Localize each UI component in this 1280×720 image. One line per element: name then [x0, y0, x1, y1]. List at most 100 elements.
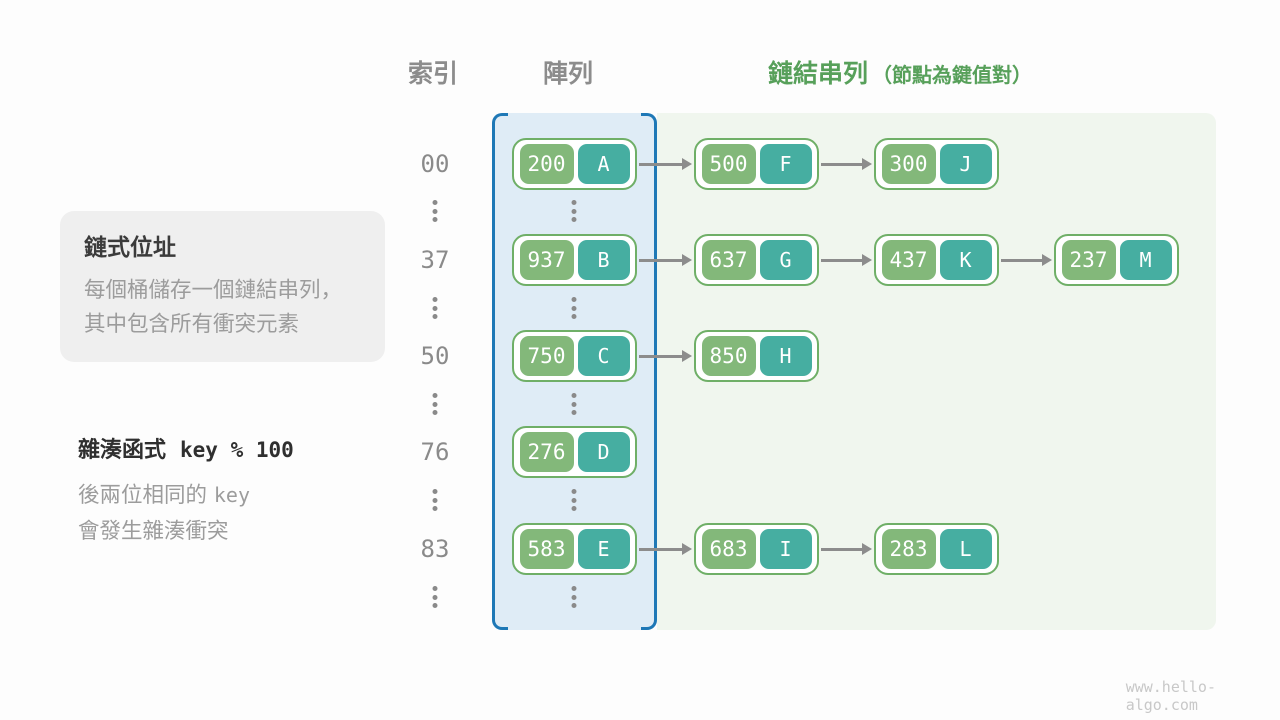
node-value: A — [577, 144, 630, 184]
ellipsis-dot — [571, 314, 577, 319]
hash-note-line2: 會發生雜湊衝突 — [78, 519, 229, 544]
chaining-info-box: 鏈式位址 每個桶儲存一個鏈結串列， 其中包含所有衝突元素 — [60, 211, 385, 362]
next-pointer-arrow — [1001, 254, 1052, 266]
ellipsis-dot — [571, 410, 577, 415]
ellipsis-dot — [571, 393, 577, 398]
ellipsis-dot — [432, 208, 438, 214]
arrow-line — [821, 258, 865, 262]
ellipsis-dot — [432, 305, 438, 311]
next-pointer-arrow — [821, 254, 872, 266]
node-key: 937 — [519, 240, 574, 280]
ellipsis-dot — [571, 200, 577, 205]
bucket-index-label: 83 — [420, 535, 450, 563]
ellipsis-dots — [432, 200, 438, 222]
node-value: C — [577, 336, 630, 376]
node-key: 637 — [701, 240, 756, 280]
node-value: I — [759, 529, 812, 569]
node-key: 283 — [881, 529, 936, 569]
ellipsis-dot — [432, 297, 438, 302]
ellipsis-dot — [571, 603, 577, 608]
column-header-array: 陣列 — [542, 59, 594, 88]
arrow-line — [821, 547, 865, 551]
ellipsis-dot — [432, 314, 438, 319]
node-key: 683 — [701, 529, 756, 569]
hash-note-line1: 後兩位相同的 key — [78, 477, 294, 514]
ellipsis-dots — [432, 297, 438, 319]
array-left-bracket — [492, 113, 508, 630]
ellipsis-dot — [432, 586, 438, 591]
ellipsis-dots — [432, 586, 438, 608]
ellipsis-dot — [432, 393, 438, 398]
info-box-line2: 其中包含所有衝突元素 — [84, 312, 300, 337]
node-key: 583 — [519, 529, 574, 569]
info-box-body: 每個桶儲存一個鏈結串列， 其中包含所有衝突元素 — [84, 274, 361, 342]
node-value: D — [577, 432, 630, 472]
node-value: F — [759, 144, 812, 184]
ellipsis-dot — [432, 200, 438, 205]
ellipsis-dot — [571, 586, 577, 591]
bucket-index-label: 00 — [420, 150, 450, 178]
ellipsis-dot — [571, 217, 577, 222]
bucket-index-label: 50 — [420, 342, 450, 370]
array-right-bracket — [641, 113, 657, 630]
node-key: 300 — [881, 144, 936, 184]
node-key: 500 — [701, 144, 756, 184]
linked-list-note: （節點為鍵值對） — [872, 63, 1033, 87]
arrow-line — [639, 547, 685, 551]
node-key: 437 — [881, 240, 936, 280]
node-value: L — [939, 529, 992, 569]
hash-function-note: 雜湊函式 key % 100 後兩位相同的 key 會發生雜湊衝突 — [78, 432, 294, 550]
node-value: B — [577, 240, 630, 280]
arrow-line — [821, 162, 865, 166]
node-value: G — [759, 240, 812, 280]
node-value: E — [577, 529, 630, 569]
ellipsis-dots — [571, 200, 577, 222]
node-key: 850 — [701, 336, 756, 376]
ellipsis-dot — [432, 497, 438, 503]
ellipsis-dot — [571, 594, 577, 600]
ellipsis-dots — [571, 489, 577, 511]
bucket-index-label: 37 — [420, 246, 450, 274]
ellipsis-dot — [571, 497, 577, 503]
next-pointer-arrow — [639, 158, 692, 170]
ellipsis-dots — [432, 489, 438, 511]
next-pointer-arrow — [821, 158, 872, 170]
bucket-index-label: 76 — [420, 438, 450, 466]
node-value: H — [759, 336, 812, 376]
ellipsis-dots — [571, 297, 577, 319]
ellipsis-dot — [571, 305, 577, 311]
hash-function-title: 雜湊函式 key % 100 — [78, 432, 294, 464]
ellipsis-dot — [432, 594, 438, 600]
hash-note-line1-key: key — [213, 483, 250, 507]
hash-note-line1-text: 後兩位相同的 — [78, 483, 208, 508]
ellipsis-dot — [432, 603, 438, 608]
ellipsis-dots — [432, 393, 438, 415]
node-key: 200 — [519, 144, 574, 184]
ellipsis-dot — [432, 506, 438, 511]
ellipsis-dot — [432, 410, 438, 415]
node-value: M — [1119, 240, 1172, 280]
info-box-line1: 每個桶儲存一個鏈結串列， — [84, 278, 343, 303]
ellipsis-dot — [571, 401, 577, 407]
arrow-line — [1001, 258, 1045, 262]
next-pointer-arrow — [639, 254, 692, 266]
hash-function-label: 雜湊函式 — [78, 438, 167, 463]
ellipsis-dots — [571, 586, 577, 608]
column-header-linked-list: 鏈結串列 （節點為鍵值對） — [768, 54, 1032, 90]
arrow-line — [639, 258, 685, 262]
ellipsis-dot — [571, 489, 577, 494]
info-box-title: 鏈式位址 — [84, 235, 176, 261]
column-header-index: 索引 — [407, 59, 459, 88]
node-key: 237 — [1061, 240, 1116, 280]
node-key: 276 — [519, 432, 574, 472]
